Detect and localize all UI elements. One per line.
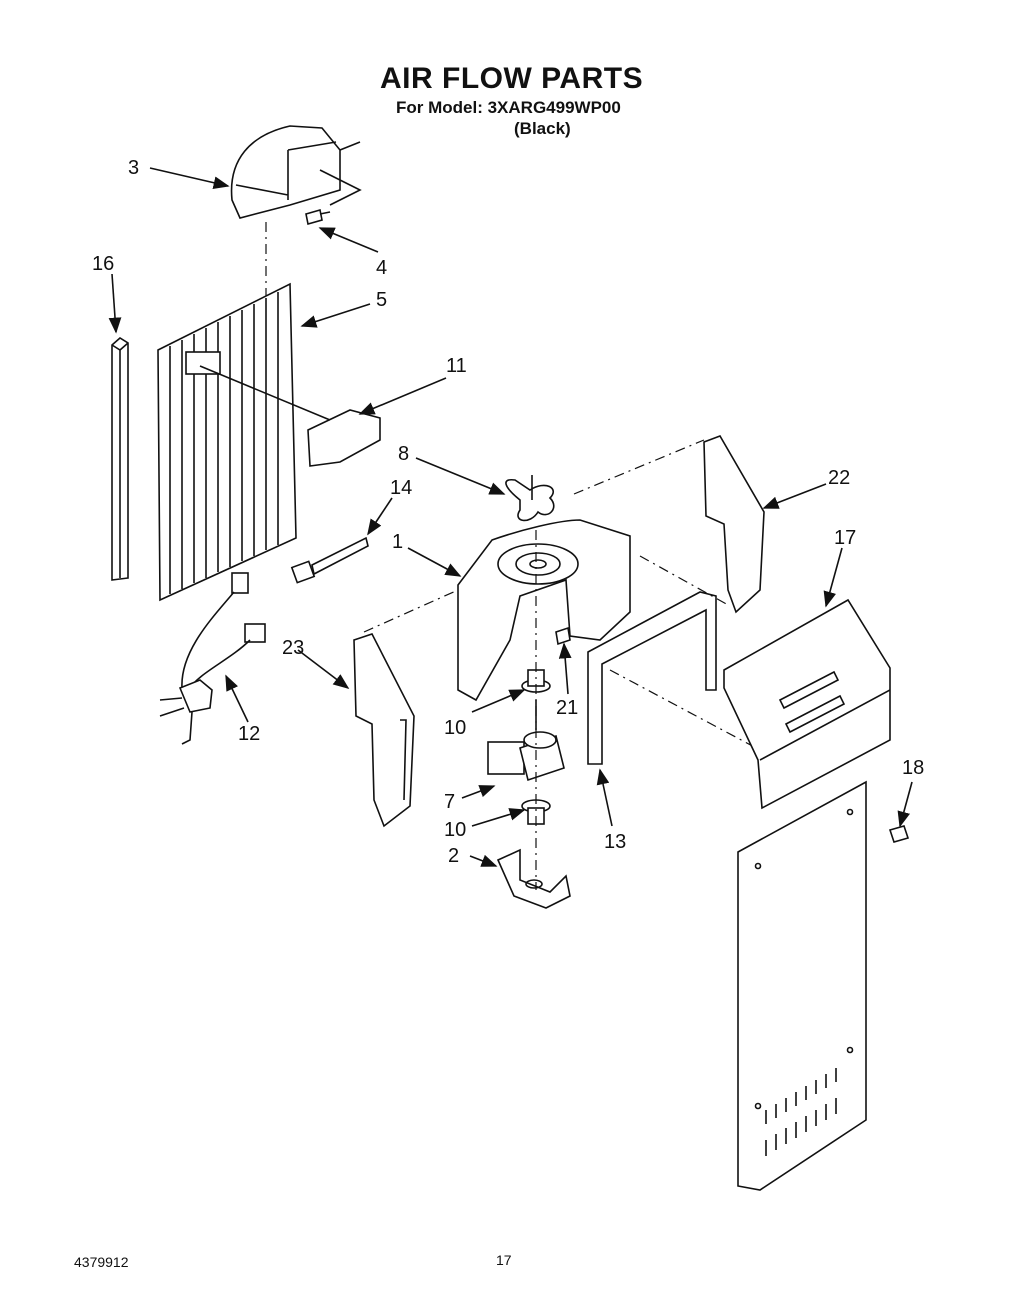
callout-2: 2 xyxy=(448,845,459,867)
document-number: 4379912 xyxy=(74,1254,129,1270)
callout-21: 21 xyxy=(556,697,578,719)
callout-4: 4 xyxy=(376,257,387,279)
callout-12: 12 xyxy=(238,723,260,745)
vent-slots xyxy=(765,1068,837,1156)
page-title: AIR FLOW PARTS xyxy=(380,62,644,95)
callout-18: 18 xyxy=(902,757,924,779)
callout-10-lower: 10 xyxy=(444,819,466,841)
callout-11: 11 xyxy=(446,355,467,377)
part-23-baffle xyxy=(353,633,415,828)
callout-10-upper: 10 xyxy=(444,717,466,739)
model-line: For Model: 3XARG499WP00 xyxy=(396,98,621,117)
part-16-strip xyxy=(111,337,129,581)
callout-14: 14 xyxy=(390,477,412,499)
part-5-evaporator-cover xyxy=(157,282,297,602)
part-18-screw xyxy=(888,825,910,843)
part-14-heater xyxy=(290,536,369,584)
callout-23: 23 xyxy=(282,637,304,659)
leader-lines xyxy=(108,167,913,867)
part-11-housing xyxy=(199,365,381,467)
callout-17: 17 xyxy=(834,527,856,549)
page-number: 17 xyxy=(496,1252,512,1268)
part-13-seal xyxy=(587,591,717,765)
part-1-fan-housing xyxy=(457,519,631,702)
callout-16: 16 xyxy=(92,253,114,275)
callout-13: 13 xyxy=(604,831,626,853)
part-2-motor-bracket xyxy=(496,848,571,909)
part-12-harness xyxy=(159,572,266,745)
callout-7: 7 xyxy=(444,791,455,813)
part-21-screw xyxy=(555,626,571,646)
callout-3: 3 xyxy=(128,157,139,179)
color-line: (Black) xyxy=(514,119,571,138)
part-3-duct-cover xyxy=(230,125,362,219)
callout-labels: 3 4 16 5 11 8 14 1 22 17 23 12 10 21 7 1… xyxy=(92,157,924,867)
part-22-baffle xyxy=(703,435,765,614)
part-4-screw xyxy=(305,208,331,226)
part-17-lower-panel xyxy=(737,780,867,1191)
callout-8: 8 xyxy=(398,443,409,465)
callout-22: 22 xyxy=(828,467,850,489)
part-8-fan-blade xyxy=(505,475,555,522)
part-7-motor xyxy=(487,731,565,782)
part-17-air-duct xyxy=(723,598,891,810)
callout-5: 5 xyxy=(376,289,387,311)
callout-1: 1 xyxy=(392,531,403,553)
